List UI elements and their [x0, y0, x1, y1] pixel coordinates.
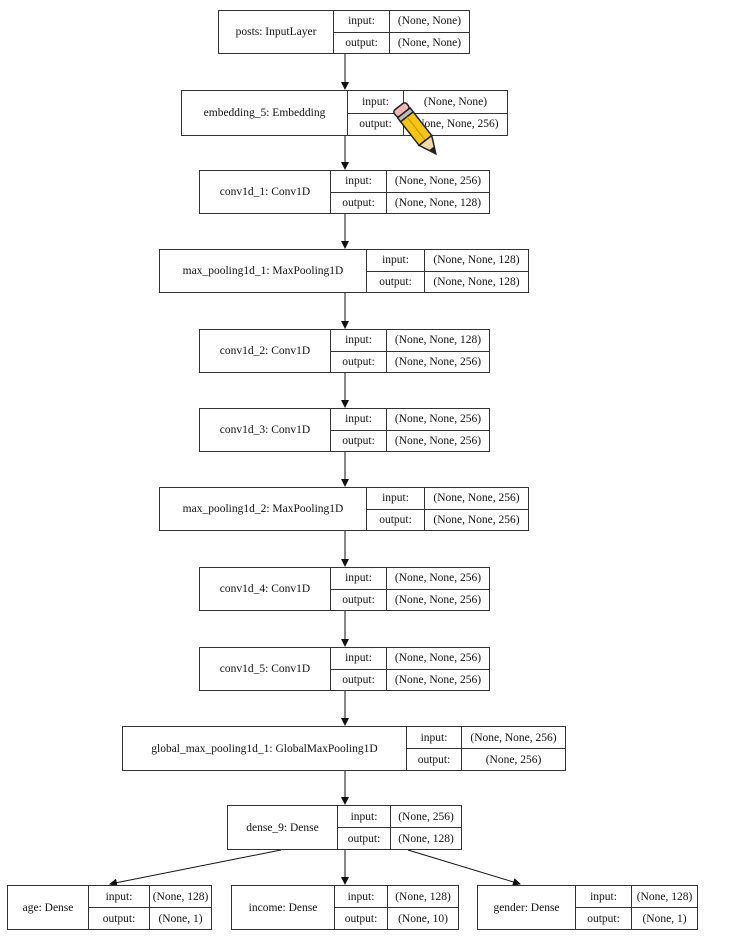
layer-name: gender: Dense	[478, 886, 576, 929]
edge-dense_9-to-gender	[407, 849, 521, 886]
input-shape: (None, None, 256)	[387, 171, 489, 193]
output-port-label: output:	[347, 832, 381, 845]
input-port-label: input:	[367, 250, 424, 272]
input-shape: (None, None, 256)	[462, 727, 565, 749]
edge-dense_9-to-age	[109, 849, 282, 887]
input-shape: (None, None, 256)	[387, 648, 489, 670]
input-port-label: input:	[334, 11, 389, 33]
layer-name: global_max_pooling1d_1: GlobalMaxPooling…	[123, 727, 407, 770]
output-shape: (None, None, 128)	[433, 275, 520, 288]
input-port-label: input:	[576, 886, 631, 908]
layer-name: conv1d_3: Conv1D	[200, 409, 331, 451]
input-port-label: input:	[335, 886, 387, 908]
layer-name: income: Dense	[232, 886, 335, 929]
output-shape: (None, None, 256)	[412, 118, 499, 131]
output-shape: (None, 256)	[485, 753, 542, 766]
input-shape: (None, None, 128)	[425, 250, 528, 272]
layer-name: conv1d_5: Conv1D	[200, 648, 331, 690]
input-port-label: input:	[407, 727, 461, 749]
input-shape: (None, None, 256)	[387, 409, 489, 431]
layer-name: posts: InputLayer	[219, 11, 334, 53]
input-shape: (None, 128)	[632, 886, 697, 908]
output-port-label: output:	[342, 593, 375, 606]
layer-name: max_pooling1d_2: MaxPooling1D	[160, 488, 367, 530]
layer-name: dense_9: Dense	[228, 806, 338, 849]
output-shape: (None, None, 256)	[394, 593, 482, 606]
input-shape: (None, 256)	[391, 806, 461, 828]
output-shape: (None, None, 256)	[433, 513, 520, 526]
output-port-label: output:	[342, 434, 375, 447]
output-shape: (None, None, 256)	[394, 434, 482, 447]
input-shape: (None, None, 128)	[387, 330, 489, 352]
layer-name: conv1d_4: Conv1D	[200, 568, 331, 610]
input-port-label: input:	[331, 409, 386, 431]
input-port-label: input:	[331, 568, 386, 590]
output-shape: (None, 1)	[642, 912, 687, 925]
pencil-icon	[393, 102, 437, 156]
output-shape: (None, None, 128)	[394, 196, 482, 209]
output-port-label: output:	[342, 355, 375, 368]
input-port-label: input:	[331, 171, 386, 193]
input-port-label: input:	[331, 330, 386, 352]
layer-name: conv1d_2: Conv1D	[200, 330, 331, 372]
input-port-label: input:	[348, 91, 403, 114]
output-shape: (None, None, 256)	[394, 673, 482, 686]
output-port-label: output:	[587, 912, 620, 925]
input-shape: (None, None)	[404, 91, 507, 114]
layer-name: max_pooling1d_1: MaxPooling1D	[160, 250, 367, 292]
input-shape: (None, None, 256)	[425, 488, 528, 510]
input-shape: (None, 128)	[388, 886, 458, 908]
output-port-label: output:	[342, 673, 375, 686]
layer-name: age: Dense	[8, 886, 89, 929]
input-port-label: input:	[367, 488, 424, 510]
input-port-label: input:	[89, 886, 149, 908]
output-shape: (None, None, 256)	[394, 355, 482, 368]
input-shape: (None, None, 256)	[387, 568, 489, 590]
output-shape: (None, 128)	[398, 832, 454, 845]
input-port-label: input:	[331, 648, 386, 670]
input-shape: (None, None)	[390, 11, 469, 33]
output-port-label: output:	[359, 118, 392, 131]
output-port-label: output:	[344, 912, 378, 925]
output-port-label: output:	[379, 275, 412, 288]
output-port-label: output:	[342, 196, 375, 209]
layer-node-global_max_pooling1d_1: global_max_pooling1d_1: GlobalMaxPooling…	[122, 726, 566, 771]
output-port-label: output:	[102, 912, 136, 925]
output-port-label: output:	[417, 753, 451, 766]
output-shape: (None, 1)	[158, 912, 203, 925]
output-port-label: output:	[379, 513, 412, 526]
output-port-label: output:	[345, 36, 378, 49]
output-shape: (None, 10)	[398, 912, 448, 925]
layer-name: conv1d_1: Conv1D	[200, 171, 331, 213]
output-shape: (None, None)	[397, 36, 462, 49]
input-port-label: input:	[338, 806, 390, 828]
layer-name: embedding_5: Embedding	[182, 91, 348, 135]
input-shape: (None, 128)	[150, 886, 211, 908]
